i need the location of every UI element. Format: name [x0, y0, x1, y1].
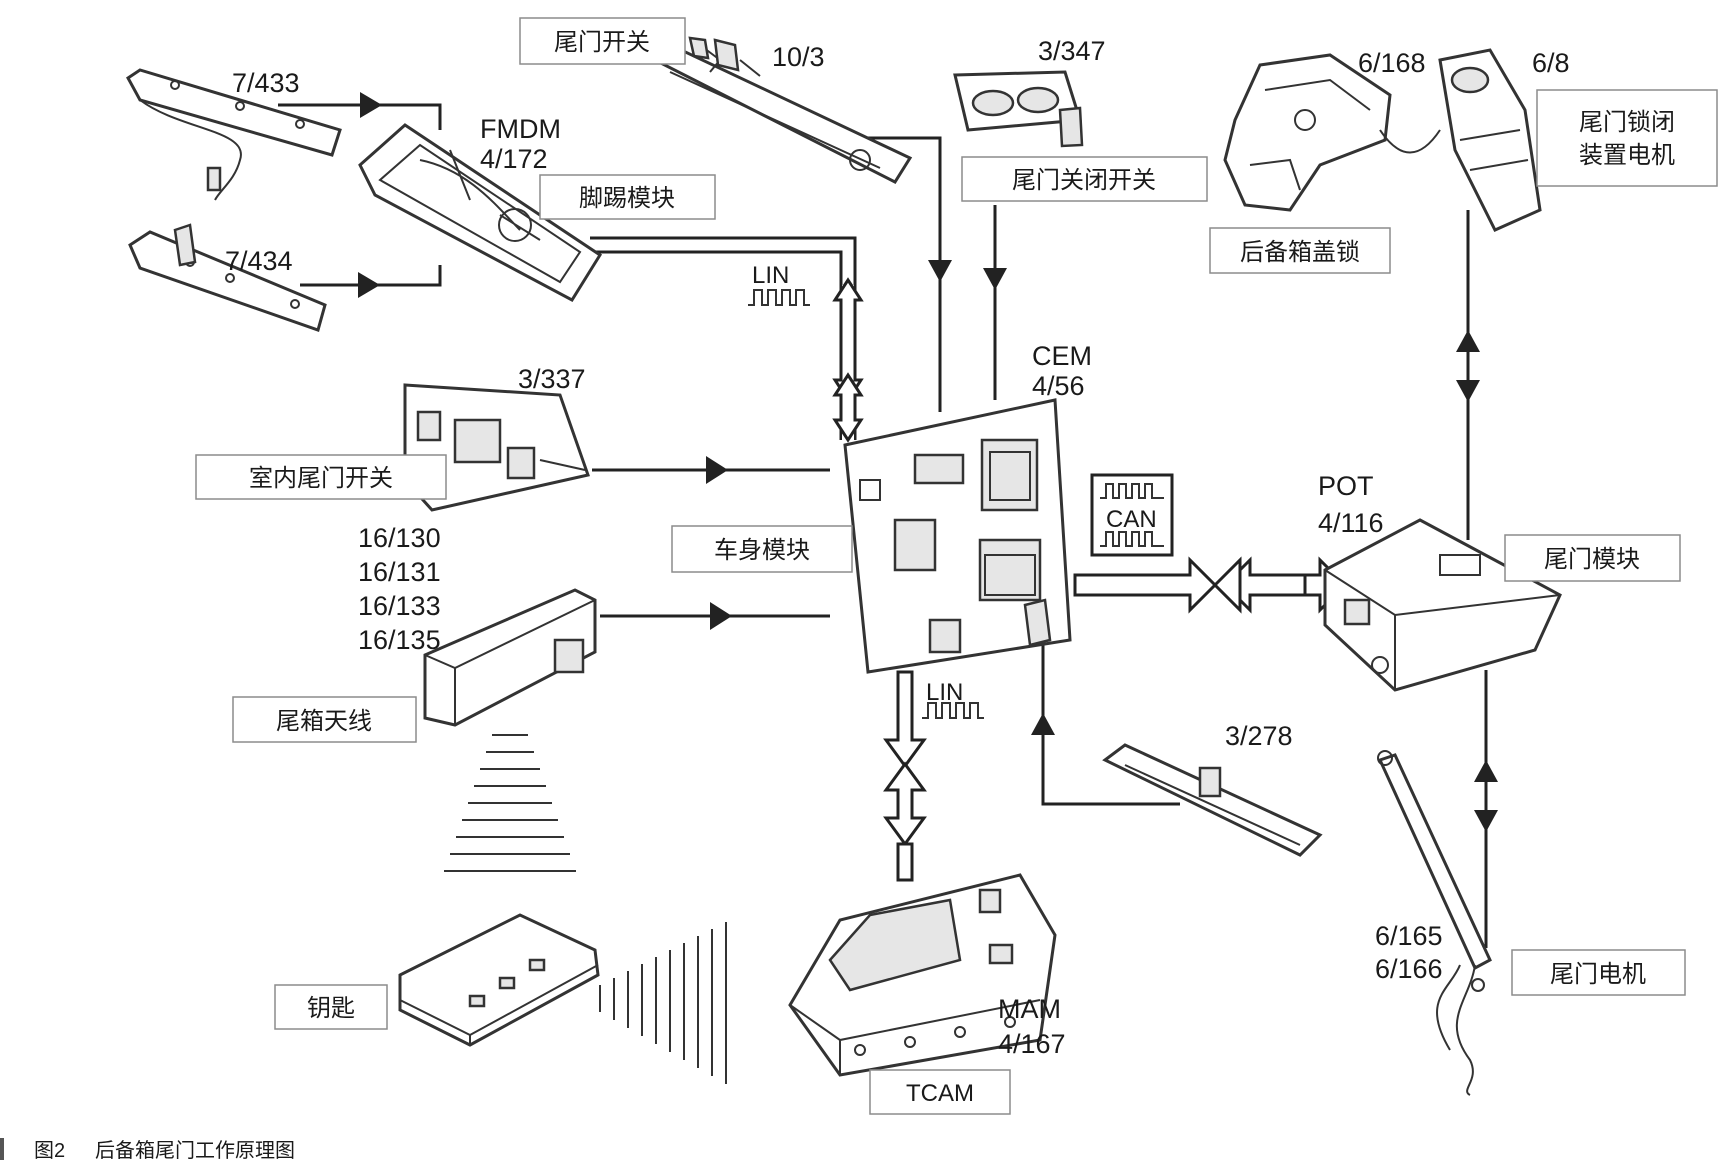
- mam-name: MAM: [998, 994, 1061, 1024]
- label-key: 钥匙: [274, 984, 388, 1030]
- antenna-code-3: 16/133: [358, 591, 441, 621]
- label-antenna: 尾箱天线: [232, 696, 417, 743]
- arrow-3347: [983, 268, 1007, 290]
- switch-3278-drawing: [1102, 743, 1323, 857]
- tailgate-close-switch-drawing: [953, 70, 1084, 148]
- code-3278: 3/278: [1225, 721, 1293, 751]
- tailgate-close-switch-label: 尾门关闭开关: [1012, 166, 1156, 194]
- code-7433: 7/433: [232, 68, 300, 98]
- signal-wires: [278, 92, 1498, 948]
- caption-title: 后备箱尾门工作原理图: [95, 1139, 295, 1162]
- caption-figure: 图2: [34, 1140, 65, 1162]
- wire-3278-cem: [1041, 645, 1180, 806]
- pot-drawing: [1323, 518, 1562, 692]
- can-waveform-box: [1090, 473, 1174, 557]
- arrow-lockmotor-down: [1456, 380, 1480, 402]
- kick-sensor-7433-drawing: [126, 68, 342, 201]
- arrow-7433: [360, 92, 382, 118]
- fmdm-label: 脚踢模块: [579, 184, 675, 212]
- kick-sensor-7434-drawing: [128, 223, 327, 332]
- arrow-antenna: [710, 602, 732, 630]
- antenna-label: 尾箱天线: [276, 707, 372, 735]
- arrow-lockmotor-up: [1456, 330, 1480, 352]
- arrow-tgmotor-up: [1474, 760, 1498, 782]
- pot-code: 4/116: [1318, 508, 1384, 538]
- arrow-7434: [358, 272, 380, 298]
- lock-motor-drawing: [1438, 48, 1542, 232]
- pot-label: 尾门模块: [1544, 545, 1640, 573]
- wire-7433-fmdm: [278, 103, 442, 130]
- fmdm-code: 4/172: [480, 144, 548, 174]
- lock-motor-label-line1: 尾门锁闭: [1579, 108, 1675, 136]
- antenna-drawing: [423, 588, 597, 727]
- tailgate-switch-label: 尾门开关: [554, 28, 650, 56]
- mam-label: TCAM: [906, 1080, 974, 1107]
- arrow-3337: [706, 456, 728, 484]
- lin-bottom-label: LIN: [926, 679, 963, 706]
- tailgate-motor-code-1: 6/165: [1375, 921, 1443, 951]
- lin-waveform-top: [748, 289, 810, 306]
- arrow-3278: [1031, 713, 1055, 735]
- cem-name: CEM: [1032, 341, 1092, 371]
- mam-code: 4/167: [998, 1029, 1066, 1059]
- key-radio-waves: [599, 922, 727, 1084]
- code-103: 10/3: [772, 42, 825, 72]
- can-label: CAN: [1106, 506, 1157, 533]
- code-3337: 3/337: [518, 364, 586, 394]
- label-cem: 车身模块: [671, 525, 853, 573]
- key-fob-drawing: [398, 913, 600, 1047]
- wire-103-cem: [860, 136, 942, 412]
- antenna-code-1: 16/130: [358, 523, 441, 553]
- wire-7434-fmdm: [300, 265, 442, 287]
- cem-drawing: [843, 398, 1072, 674]
- interior-switch-label: 室内尾门开关: [249, 464, 393, 492]
- lin-bus-top: [590, 236, 864, 445]
- label-mam: TCAM: [869, 1069, 1011, 1115]
- label-tailgate-switch: 尾门开关: [519, 17, 686, 65]
- trunk-lock-drawing: [1223, 53, 1441, 212]
- lin-waveform-bottom: [922, 702, 984, 719]
- trunk-lock-label: 后备箱盖锁: [1240, 238, 1360, 266]
- cem-label: 车身模块: [714, 536, 810, 564]
- fmdm-name: FMDM: [480, 114, 561, 144]
- interior-switch-drawing: [403, 383, 590, 512]
- tailgate-switch-drawing: [642, 36, 913, 184]
- can-bus: [1073, 556, 1348, 614]
- label-interior-switch: 室内尾门开关: [195, 454, 447, 500]
- label-tailgate-motor: 尾门电机: [1511, 949, 1686, 996]
- label-pot: 尾门模块: [1504, 534, 1681, 582]
- arrow-103: [928, 260, 952, 282]
- label-trunk-lock: 后备箱盖锁: [1209, 227, 1391, 274]
- tailgate-motor-label: 尾门电机: [1550, 960, 1646, 988]
- tailgate-motor-code-2: 6/166: [1375, 954, 1443, 984]
- pot-name: POT: [1318, 471, 1374, 501]
- lin-bus-bottom: [883, 670, 927, 882]
- arrow-tgmotor-down: [1474, 810, 1498, 832]
- key-label: 钥匙: [307, 994, 355, 1022]
- antenna-code-4: 16/135: [358, 625, 441, 655]
- fmdm-drawing: [358, 123, 603, 302]
- mam-drawing: [788, 873, 1057, 1077]
- code-7434: 7/434: [225, 246, 293, 276]
- code-6168: 6/168: [1358, 48, 1426, 78]
- code-68: 6/8: [1532, 48, 1570, 78]
- label-lock-motor: 尾门锁闭 装置电机: [1536, 89, 1718, 187]
- label-tailgate-close-switch: 尾门关闭开关: [961, 156, 1208, 202]
- tailgate-motor-drawing: [1377, 750, 1492, 1096]
- lock-motor-label-line2: 装置电机: [1579, 141, 1675, 169]
- antenna-code-2: 16/131: [358, 557, 441, 587]
- caption-marker: [0, 1138, 4, 1160]
- antenna-radio-waves: [444, 734, 576, 872]
- cem-code: 4/56: [1032, 371, 1085, 401]
- code-3347: 3/347: [1038, 36, 1106, 66]
- label-fmdm: 脚踢模块: [539, 174, 716, 220]
- lin-top-label: LIN: [752, 262, 789, 289]
